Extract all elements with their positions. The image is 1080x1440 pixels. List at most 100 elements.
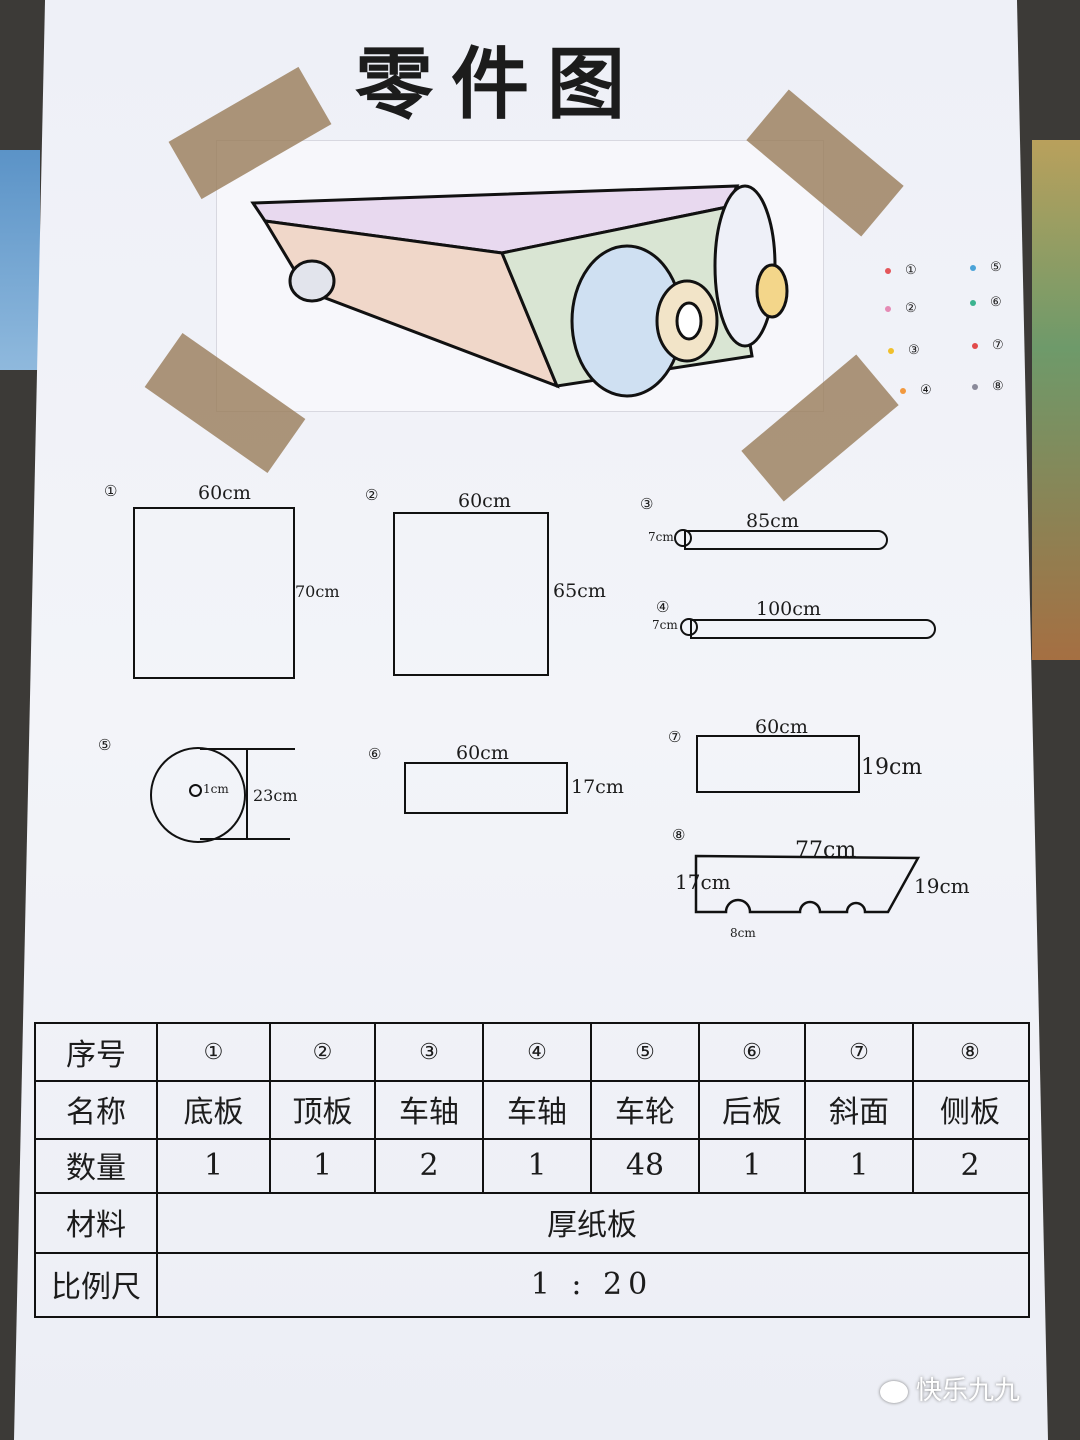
- scale-value: 1 : 20: [530, 1266, 654, 1302]
- legend-dot-icon: [972, 383, 978, 390]
- part-3-shape: [684, 530, 888, 550]
- name-cell: 车轴: [507, 1095, 567, 1130]
- part-4-length-label: 100cm: [756, 598, 821, 620]
- legend-item: ⑤: [970, 260, 1002, 275]
- part-8-shape: [694, 854, 921, 914]
- table-rule: [156, 1024, 158, 1316]
- background-globe-right: [1032, 140, 1080, 660]
- seq-cell: ⑥: [742, 1039, 762, 1065]
- part-8-notch-label: 8cm: [730, 926, 756, 940]
- part-2-height-label: 65cm: [553, 580, 606, 602]
- name-cell: 顶板: [292, 1095, 353, 1130]
- part-4-end-circle: [680, 618, 698, 636]
- legend-item: ①: [885, 263, 917, 278]
- qty-cell: 2: [960, 1147, 980, 1183]
- part-5-number: ⑤: [98, 736, 112, 754]
- table-rule: [36, 1192, 1028, 1194]
- table-rule: [698, 1024, 700, 1192]
- name-cell: 后板: [722, 1095, 782, 1130]
- header-seq: 序号: [66, 1038, 126, 1073]
- seq-cell: ④: [527, 1039, 547, 1065]
- table-rule: [482, 1024, 484, 1192]
- table-rule: [36, 1138, 1028, 1140]
- part-2-width-label: 60cm: [458, 490, 511, 512]
- legend-dot-icon: [885, 305, 891, 312]
- legend-dot-icon: [900, 387, 906, 394]
- name-cell: 车轮: [615, 1095, 675, 1130]
- color-legend: ① ⑤ ② ⑥ ③ ⑦ ④ ⑧: [880, 255, 1030, 405]
- qty-cell: 1: [742, 1147, 762, 1183]
- part-7-shape: [696, 735, 860, 793]
- legend-item: ⑦: [972, 338, 1004, 353]
- part-2-shape: [393, 512, 549, 676]
- legend-dot-icon: [972, 342, 978, 349]
- part-1-number: ①: [104, 482, 118, 500]
- vehicle-sketch-drawing: [250, 184, 789, 398]
- table-rule: [36, 1252, 1028, 1254]
- qty-cell: 1: [312, 1147, 333, 1183]
- table-rule: [912, 1024, 914, 1192]
- part-6-height-label: 17cm: [571, 776, 624, 798]
- qty-cell: 1: [203, 1147, 224, 1183]
- seq-cell: ⑧: [960, 1039, 980, 1065]
- legend-item: ⑥: [970, 295, 1002, 310]
- part-5-hole: [189, 784, 202, 797]
- table-rule: [269, 1024, 271, 1192]
- part-7-width-label: 60cm: [755, 716, 808, 738]
- seq-cell: ①: [203, 1039, 224, 1065]
- watermark: 快乐九九: [880, 1370, 1020, 1407]
- part-6-width-label: 60cm: [456, 742, 509, 764]
- part-6-shape: [404, 762, 568, 814]
- header-name: 名称: [66, 1095, 126, 1130]
- part-5-dia-label: 23cm: [253, 786, 298, 805]
- part-7-height-label: 19cm: [861, 755, 923, 780]
- legend-item: ③: [888, 343, 920, 358]
- part-4-shape: [690, 619, 936, 639]
- header-qty: 数量: [66, 1151, 126, 1186]
- seq-cell: ③: [419, 1039, 439, 1065]
- legend-item: ④: [900, 383, 932, 398]
- part-1-width-label: 60cm: [198, 482, 251, 504]
- header-scale: 比例尺: [51, 1270, 141, 1305]
- legend-item: ⑧: [972, 379, 1004, 394]
- legend-dot-icon: [885, 267, 891, 274]
- table-rule: [36, 1080, 1028, 1082]
- vehicle-sketch-photo: [216, 140, 824, 412]
- seq-cell: ⑤: [635, 1039, 655, 1065]
- table-rule: [804, 1024, 806, 1192]
- part-1-height-label: 70cm: [295, 582, 340, 601]
- material-value: 厚纸板: [547, 1208, 637, 1243]
- watermark-text: 快乐九九: [916, 1375, 1021, 1405]
- part-8-top-label: 77cm: [795, 838, 857, 863]
- wechat-icon: [880, 1381, 908, 1404]
- page-title: 零件图: [355, 39, 644, 130]
- qty-cell: 2: [419, 1147, 439, 1183]
- legend-item: ②: [885, 301, 917, 316]
- part-7-number: ⑦: [668, 728, 682, 746]
- header-material: 材料: [66, 1208, 126, 1243]
- part-5-shape: [150, 747, 246, 843]
- qty-cell: 1: [527, 1147, 547, 1183]
- part-3-dia-label: 7cm: [648, 530, 674, 544]
- part-5-dim-line-bottom: [200, 838, 290, 840]
- part-6-number: ⑥: [368, 745, 382, 763]
- table-rule: [590, 1024, 592, 1192]
- name-cell: 车轴: [399, 1095, 459, 1130]
- part-1-shape: [133, 507, 295, 679]
- part-2-number: ②: [365, 486, 379, 504]
- part-3-end-circle: [674, 529, 692, 547]
- legend-dot-icon: [970, 299, 976, 306]
- seq-cell: ⑦: [849, 1039, 869, 1065]
- part-3-number: ③: [640, 495, 654, 513]
- qty-cell: 48: [625, 1147, 665, 1183]
- legend-dot-icon: [970, 264, 976, 271]
- name-cell: 斜面: [829, 1095, 889, 1130]
- table-rule: [374, 1024, 376, 1192]
- name-cell: 侧板: [940, 1095, 1000, 1130]
- name-cell: 底板: [183, 1095, 244, 1130]
- parts-table: 序号 名称 数量 材料 比例尺 ① ② ③ ④ ⑤ ⑥ ⑦ ⑧ 底板 顶板 车轴…: [34, 1022, 1030, 1318]
- qty-cell: 1: [849, 1147, 869, 1183]
- part-3-length-label: 85cm: [746, 510, 799, 532]
- part-5-dim-line-vertical: [246, 748, 248, 840]
- seq-cell: ②: [312, 1039, 333, 1065]
